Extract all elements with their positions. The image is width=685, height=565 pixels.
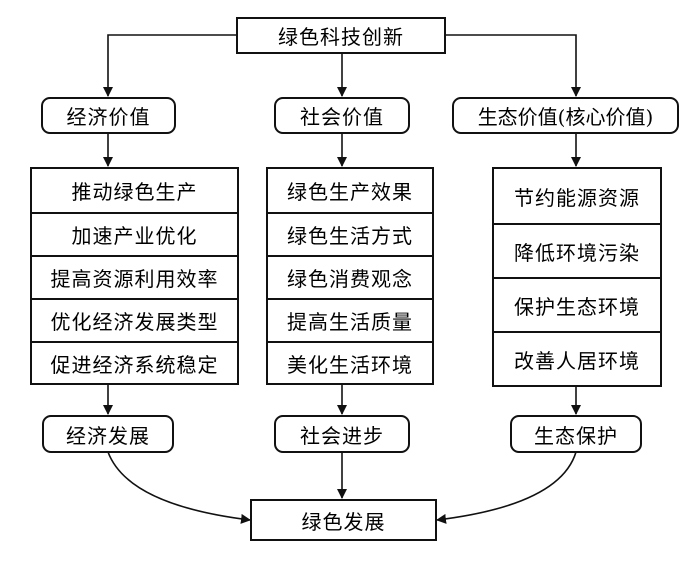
- list-item: 节约能源资源: [514, 185, 640, 210]
- value-label-social: 社会价值: [300, 105, 384, 129]
- arrow-title-to-ecological: [446, 34, 581, 97]
- outcome-box-social: 社会进步: [274, 415, 410, 453]
- outcome-label-ecological: 生态保护: [534, 423, 618, 448]
- value-box-social: 社会价值: [274, 97, 410, 134]
- list-item: 绿色生产效果: [287, 180, 413, 204]
- list-item: 改善人居环境: [494, 331, 660, 385]
- result-box: 绿色发展: [250, 499, 437, 541]
- arrow-ecological-to-result: [436, 451, 577, 524]
- list-item: 优化经济发展类型: [32, 298, 237, 341]
- list-item: 美化生活环境: [268, 341, 432, 383]
- list-item: 推动绿色生产: [71, 180, 198, 204]
- list-item: 降低环境污染: [494, 223, 660, 277]
- list-item: 促进经济系统稳定: [32, 341, 237, 383]
- list-item: 绿色消费观念: [268, 255, 432, 298]
- value-label-ecological: 生态价值(核心价值): [477, 105, 654, 129]
- item-list-economic: 推动绿色生产 加速产业优化 提高资源利用效率 优化经济发展类型 促进经济系统稳定: [30, 167, 239, 385]
- list-item: 提高资源利用效率: [32, 255, 237, 298]
- value-label-economic: 经济价值: [66, 105, 151, 129]
- outcome-box-economic: 经济发展: [42, 415, 174, 453]
- arrow-economic-to-result: [107, 451, 251, 524]
- title-text: 绿色科技创新: [278, 25, 404, 49]
- value-box-ecological: 生态价值(核心价值): [452, 97, 679, 134]
- outcome-label-social: 社会进步: [300, 423, 384, 448]
- title-box: 绿色科技创新: [236, 17, 446, 54]
- value-box-economic: 经济价值: [41, 97, 176, 134]
- arrow-title-to-economic: [103, 34, 236, 97]
- list-item: 保护生态环境: [494, 277, 660, 331]
- outcome-label-economic: 经济发展: [66, 423, 150, 448]
- item-list-social: 绿色生产效果 绿色生活方式 绿色消费观念 提高生活质量 美化生活环境: [266, 167, 434, 385]
- result-text: 绿色发展: [301, 509, 386, 534]
- list-item: 绿色生活方式: [268, 212, 432, 255]
- item-list-ecological: 节约能源资源 降低环境污染 保护生态环境 改善人居环境: [492, 167, 662, 387]
- list-item: 提高生活质量: [268, 298, 432, 341]
- list-item: 加速产业优化: [32, 212, 237, 255]
- outcome-box-ecological: 生态保护: [510, 415, 642, 453]
